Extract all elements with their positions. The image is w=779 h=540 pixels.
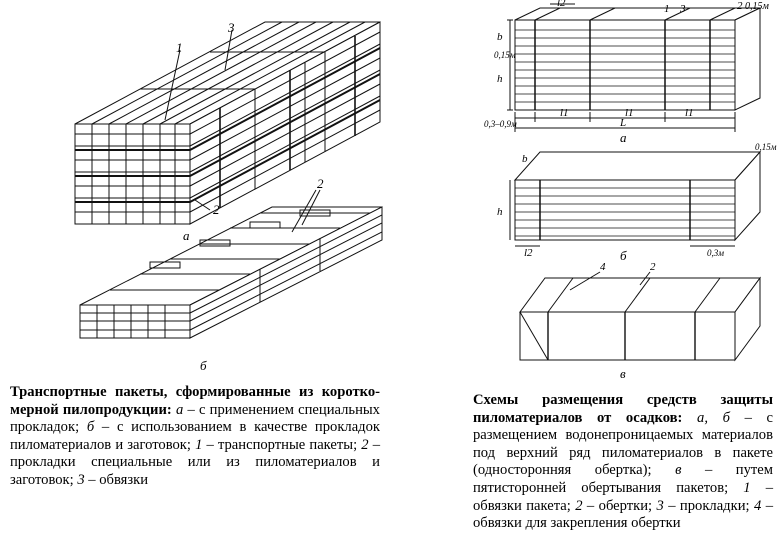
subfig-a: а: [183, 228, 190, 243]
caption-right-text-v: – путем пятисторонней обертывания пакето…: [473, 462, 774, 496]
a-dim-015-top: 0,15м: [745, 1, 770, 12]
b-l2-bottom: l2: [524, 247, 533, 259]
caption-right-num-3: 3: [656, 497, 664, 514]
caption-left-text-a: – с применением специальных прокладок;: [10, 401, 380, 436]
b-dim-03-right: 0,3м: [707, 248, 724, 258]
a-dim-03-09: 0,3–0,9м: [484, 119, 517, 129]
caption-left: Транспортные пакеты, сформированные из к…: [10, 384, 380, 490]
caption-left-text-1: – транспортные пакеты;: [202, 436, 362, 453]
a-l2-top: l2: [557, 0, 566, 9]
caption-right-text-3: – прокладки;: [663, 497, 754, 514]
wrap-scheme-a: [507, 3, 761, 132]
b-h-left: h: [497, 206, 503, 218]
b-sub: б: [620, 248, 627, 263]
a-l1-first: l1: [560, 107, 569, 119]
caption-left-letter-a: а: [175, 401, 184, 418]
label-2-lower: 2: [213, 202, 220, 217]
a-sub: а: [620, 130, 627, 145]
a-marker-1: 1: [664, 3, 670, 15]
wrap-scheme-c: [519, 271, 761, 362]
a-b-left: b: [497, 31, 503, 43]
caption-left-num-3: 3: [77, 471, 85, 488]
label-3: 3: [227, 20, 235, 35]
label-2-upper: 2: [317, 176, 324, 191]
caption-right-letter-v: в: [675, 462, 682, 479]
label-1: 1: [176, 40, 183, 55]
stack-a-side: [189, 21, 381, 225]
stack-b: [79, 206, 383, 339]
caption-left-num-1: 1: [195, 436, 203, 453]
caption-right-text-ab: – с размещением водонепроницаемых матери…: [473, 409, 773, 479]
b-dim-015-right: 0,15м: [755, 142, 777, 152]
a-h-left: h: [497, 73, 503, 85]
caption-right-text-1: – обвязки пакета;: [473, 479, 773, 514]
caption-left-title: Транспортные пакеты, сформированные из к…: [10, 384, 380, 418]
caption-right-num-2: 2: [575, 497, 583, 514]
caption-right-num-4: 4: [753, 497, 762, 514]
a-dim-015-left: 0,15м: [494, 50, 516, 60]
c-label-2: 2: [650, 261, 656, 273]
caption-right-text-4: – обвязки для закрепления обертки: [473, 497, 773, 532]
c-label-4: 4: [600, 261, 606, 273]
caption-left-letter-b: б: [86, 419, 95, 436]
caption-right-num-1: 1: [743, 479, 751, 496]
stack-a-front: [74, 123, 191, 225]
caption-left-text-b: – с использованием в качестве прокладок …: [10, 419, 380, 453]
caption-right-text-2: – обертки;: [582, 497, 657, 514]
a-l1-second: l1: [625, 107, 634, 119]
a-l1-third: l1: [685, 107, 694, 119]
wrap-scheme-b: [509, 150, 762, 247]
caption-right: Схемы размещения средств защиты пиломате…: [473, 392, 773, 533]
b-b-top: b: [522, 153, 528, 165]
caption-right-title: Схемы размещения средств защиты пиломате…: [473, 392, 773, 426]
subfig-b: б: [200, 358, 207, 373]
c-sub: в: [620, 366, 626, 381]
a-l-total: L: [619, 117, 626, 129]
caption-left-text-2: – прокладки специальные или из пиломатер…: [10, 436, 380, 488]
a-marker-2: 2: [737, 0, 743, 12]
caption-left-num-2: 2: [361, 436, 369, 453]
caption-right-letters-ab: а, б: [697, 409, 730, 426]
caption-left-text-3: – обвязки: [84, 471, 149, 488]
a-marker-3: 3: [679, 3, 686, 15]
